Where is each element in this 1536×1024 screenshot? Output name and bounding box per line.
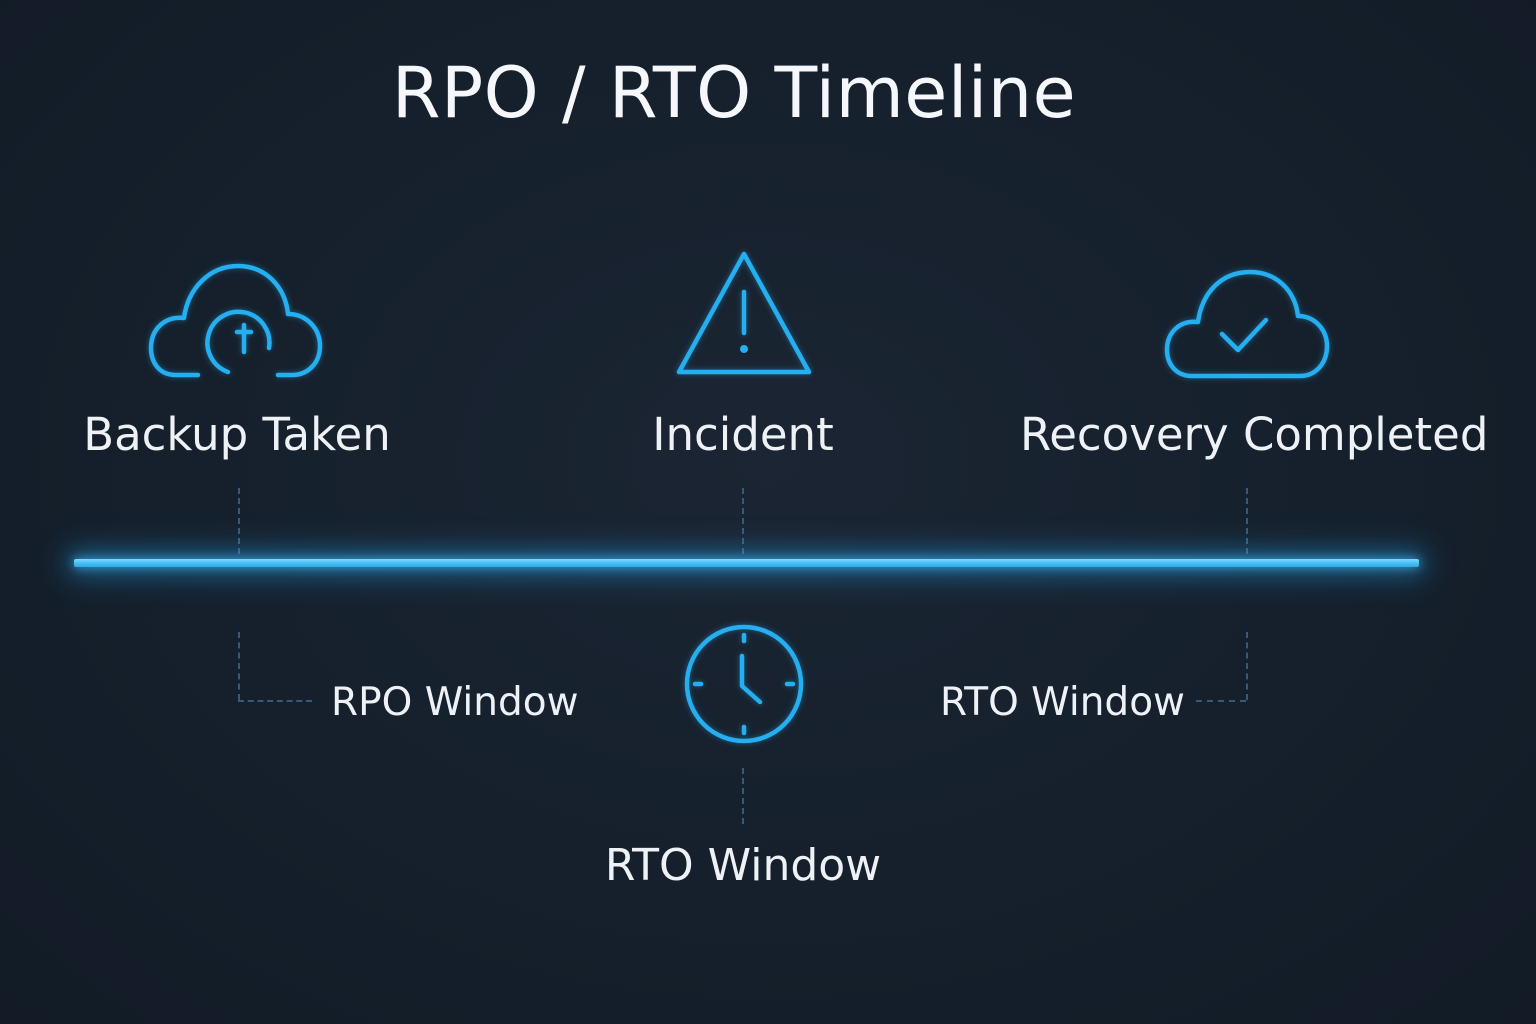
backup-connector-top bbox=[238, 488, 240, 554]
rto-window-bottom-label: RTO Window bbox=[604, 840, 882, 891]
rpo-window-label: RPO Window bbox=[331, 680, 579, 725]
timeline-bar bbox=[74, 559, 1419, 567]
warning-triangle-icon bbox=[676, 251, 812, 375]
cloud-backup-icon bbox=[148, 263, 323, 378]
rto-bracket-vertical bbox=[1246, 632, 1248, 700]
cloud-check-icon bbox=[1164, 269, 1330, 379]
rto-bracket-horizontal bbox=[1196, 700, 1246, 702]
rto-window-label: RTO Window bbox=[940, 680, 1185, 725]
incident-connector-top bbox=[742, 488, 744, 554]
clock-icon bbox=[684, 624, 804, 744]
clock-connector bbox=[742, 768, 744, 824]
rpo-bracket-vertical bbox=[238, 632, 240, 700]
rpo-bracket-horizontal bbox=[238, 700, 312, 702]
event-label-incident: Incident bbox=[652, 408, 834, 461]
event-label-recovery: Recovery Completed bbox=[1020, 408, 1489, 461]
recovery-connector-top bbox=[1246, 488, 1248, 554]
event-label-backup: Backup Taken bbox=[83, 408, 391, 461]
diagram-title: RPO / RTO Timeline bbox=[391, 52, 1077, 134]
